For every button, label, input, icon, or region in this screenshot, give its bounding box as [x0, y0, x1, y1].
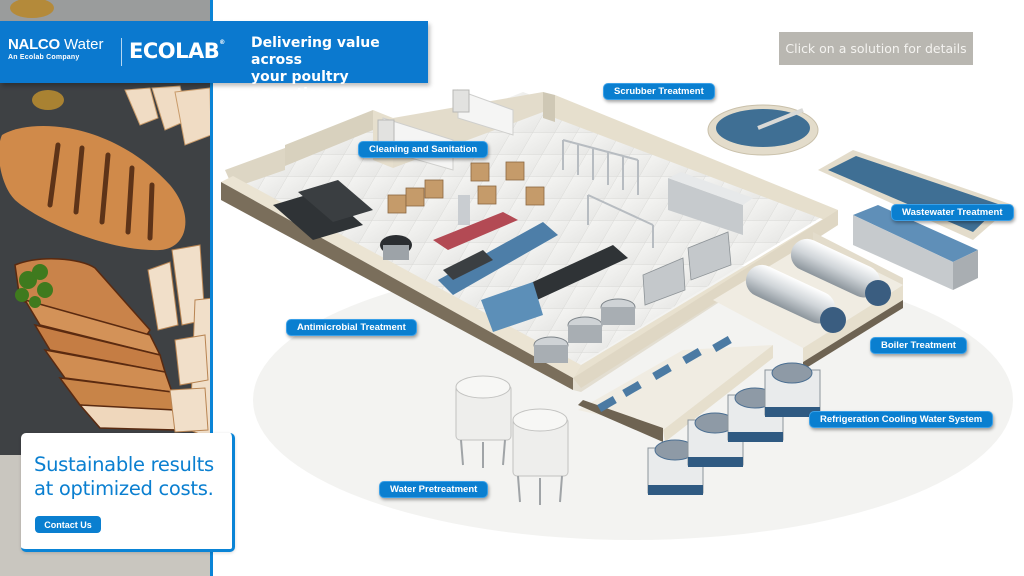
instruction-hint: Click on a solution for details [779, 32, 973, 65]
solution-refrigeration-cooling-water-system[interactable]: Refrigeration Cooling Water System [809, 411, 994, 428]
conveyor-lines [273, 180, 628, 332]
ecolab-logo: ECOLAB® [129, 39, 225, 63]
solution-cleaning-and-sanitation[interactable]: Cleaning and Sanitation [358, 141, 489, 158]
nalco-logo-water: Water [64, 36, 104, 53]
contact-us-button[interactable]: Contact Us [35, 516, 101, 533]
tagline: Delivering value across your poultry ope… [251, 35, 428, 103]
registered-mark-icon: ® [219, 39, 225, 46]
brand-header: NALCO Water An Ecolab Company ECOLAB® De… [0, 21, 428, 102]
ecolab-logo-text: ECOLAB [129, 39, 220, 63]
cta-card: Sustainable results at optimized costs. … [21, 433, 235, 552]
pretreatment-silos [455, 375, 569, 505]
pallet-boxes [387, 161, 545, 214]
solution-antimicrobial-treatment[interactable]: Antimicrobial Treatment [286, 319, 417, 336]
packaging-machine [433, 195, 518, 250]
solution-boiler-treatment[interactable]: Boiler Treatment [870, 337, 967, 354]
nalco-logo-subtitle: An Ecolab Company [8, 54, 80, 61]
logo-divider [121, 38, 122, 66]
daf-unit [853, 205, 978, 290]
kettles [533, 298, 636, 363]
poultry-plant-isometric-illustration [221, 89, 1013, 540]
shackle-line [562, 139, 654, 248]
tagline-line-1: Delivering value across [251, 35, 380, 68]
weigher [380, 235, 412, 260]
scrubber-clarifier [707, 104, 819, 156]
inspection-machines [642, 231, 732, 306]
nalco-water-logo: NALCO Water An Ecolab Company [8, 36, 104, 62]
solution-wastewater-treatment[interactable]: Wastewater Treatment [891, 204, 1014, 221]
solution-water-pretreatment[interactable]: Water Pretreatment [379, 481, 489, 498]
cooling-towers [647, 362, 821, 495]
cta-headline-line-2: at optimized costs. [34, 477, 214, 500]
refrigeration-room [578, 336, 773, 442]
nalco-logo-bold: NALCO [8, 36, 60, 53]
cta-headline-line-1: Sustainable results [34, 453, 214, 476]
boiler-room [713, 232, 903, 370]
facility-diagram [213, 0, 1024, 576]
cta-headline: Sustainable results at optimized costs. [34, 453, 234, 501]
solution-scrubber-treatment[interactable]: Scrubber Treatment [603, 83, 715, 100]
instruction-hint-text: Click on a solution for details [785, 41, 967, 56]
chiller-machine [668, 172, 753, 235]
tagline-line-2: your poultry operation. [251, 69, 349, 102]
